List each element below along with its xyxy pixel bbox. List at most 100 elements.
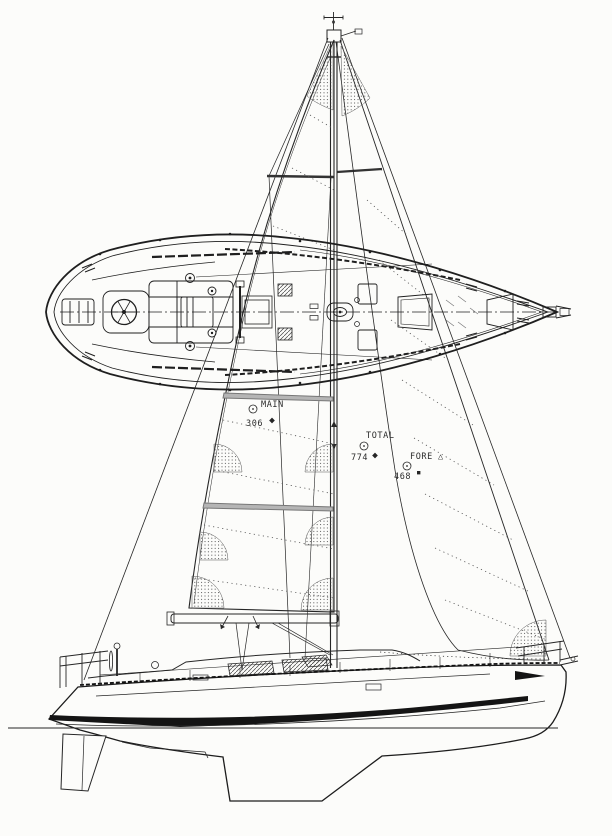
stanchions-plan bbox=[98, 232, 507, 392]
cove-stripe-arrow-icon bbox=[515, 671, 545, 680]
masthead-windex-icon bbox=[323, 12, 344, 30]
anchor-well bbox=[486, 293, 514, 331]
jib-sheet-port bbox=[195, 263, 433, 278]
bulwark-inner-line bbox=[299, 249, 543, 375]
spreader-starboard bbox=[336, 167, 383, 174]
winches bbox=[185, 273, 217, 351]
fore-area-label: FORE △ 468 bbox=[394, 452, 444, 482]
bow-hardware bbox=[516, 300, 572, 324]
boom-end-fitting bbox=[166, 611, 175, 626]
backstay bbox=[83, 37, 329, 681]
companionway bbox=[180, 296, 214, 328]
hull-profile-view bbox=[8, 640, 579, 802]
nonskid-texture bbox=[445, 295, 479, 329]
cap-shroud bbox=[268, 43, 330, 659]
total-area-value: 774 bbox=[351, 453, 368, 463]
anchor-roller-plan bbox=[559, 308, 570, 316]
genoa-patches bbox=[340, 45, 547, 657]
boom-arrow-icon bbox=[255, 624, 260, 629]
boot-stripe bbox=[49, 696, 528, 727]
fore-area-value: 468 bbox=[394, 472, 411, 482]
genoa bbox=[335, 39, 550, 661]
mainsail-patches bbox=[191, 43, 334, 611]
main-head-patch bbox=[306, 43, 334, 111]
toe-rail bbox=[79, 662, 561, 686]
coaming-winch bbox=[151, 661, 159, 669]
mainsail bbox=[188, 39, 335, 613]
cockpit bbox=[91, 261, 234, 363]
sail-plan: MAIN 306 TOTAL 774 FORE △ 468 bbox=[83, 12, 571, 681]
mooring-cleats bbox=[81, 263, 478, 361]
rudder bbox=[60, 733, 107, 792]
cabin-vent bbox=[192, 674, 209, 681]
sliding-hatch bbox=[241, 295, 273, 329]
genoa-leech bbox=[335, 41, 459, 651]
luff-patch-1 bbox=[304, 443, 334, 473]
main-area-value: 306 bbox=[246, 419, 263, 429]
genoa-foot-dotted bbox=[379, 651, 547, 660]
deck-locker bbox=[357, 329, 378, 351]
tack-patch bbox=[300, 577, 334, 611]
genoa-head-patch bbox=[340, 45, 371, 117]
anchor-roller-icon bbox=[570, 656, 576, 662]
pushpit-rail bbox=[59, 650, 109, 688]
main-label-text: MAIN bbox=[261, 400, 284, 410]
cabin-window bbox=[227, 660, 275, 677]
clew-patch bbox=[191, 575, 225, 609]
total-area-label: TOTAL 774 bbox=[351, 431, 395, 463]
coaming-starboard bbox=[91, 343, 216, 363]
genoa-seams bbox=[366, 199, 548, 641]
circled-dot-icon bbox=[359, 441, 369, 451]
spreader-port bbox=[266, 174, 335, 179]
circled-dot-icon bbox=[402, 461, 412, 471]
fore-hatch bbox=[397, 293, 433, 331]
mainsheet-traveler bbox=[235, 280, 245, 344]
circled-dot-icon bbox=[248, 404, 258, 414]
jib-sheet-starboard bbox=[195, 346, 433, 361]
genoa-tack-patch bbox=[509, 619, 547, 657]
mainsail-seams bbox=[194, 114, 335, 599]
filled-diamond-icon bbox=[269, 417, 275, 424]
helm-pedestal bbox=[109, 642, 121, 676]
gooseneck bbox=[329, 610, 340, 627]
filled-diamond-icon bbox=[372, 452, 378, 459]
reef-bands bbox=[202, 392, 334, 512]
boot-stripe-lower-line bbox=[55, 700, 546, 727]
boom bbox=[166, 610, 340, 630]
mainsheet bbox=[235, 622, 250, 671]
cove-stripe bbox=[95, 673, 491, 697]
reef-band-2 bbox=[202, 502, 334, 512]
steering-wheel bbox=[102, 290, 150, 334]
forestay bbox=[341, 37, 571, 659]
hull-outline bbox=[47, 664, 567, 802]
genoa-track-port bbox=[224, 248, 461, 281]
genoa-foot bbox=[457, 649, 550, 661]
boom-vang bbox=[271, 622, 334, 656]
deck-outline bbox=[45, 233, 560, 391]
deck-plan-view bbox=[45, 232, 572, 392]
cabin-profile bbox=[87, 649, 421, 681]
masthead-antenna-icon bbox=[340, 28, 363, 37]
fwd-window bbox=[301, 654, 333, 668]
leech-patch-1 bbox=[213, 443, 243, 473]
coaming-port bbox=[91, 261, 216, 281]
reef-band-1 bbox=[222, 392, 334, 402]
genoa-luff bbox=[339, 39, 550, 661]
stern-platform bbox=[61, 298, 95, 326]
leech-patch-2 bbox=[199, 531, 229, 561]
shaft-step bbox=[121, 741, 209, 759]
boom-arrow-icon bbox=[220, 624, 225, 629]
luff-patch-2 bbox=[304, 516, 334, 546]
mast-step-plan bbox=[309, 297, 360, 327]
fore-label-text: FORE bbox=[410, 452, 433, 462]
fore-triangle-mark: △ bbox=[438, 452, 444, 462]
dorade-vent bbox=[277, 327, 293, 341]
hull-port bbox=[365, 683, 382, 691]
dorade-vent bbox=[277, 283, 293, 297]
genoa-track-starboard bbox=[224, 343, 461, 376]
total-label-text: TOTAL bbox=[366, 431, 395, 441]
filled-square-icon bbox=[417, 471, 421, 475]
main-area-label: MAIN 306 bbox=[246, 400, 284, 429]
